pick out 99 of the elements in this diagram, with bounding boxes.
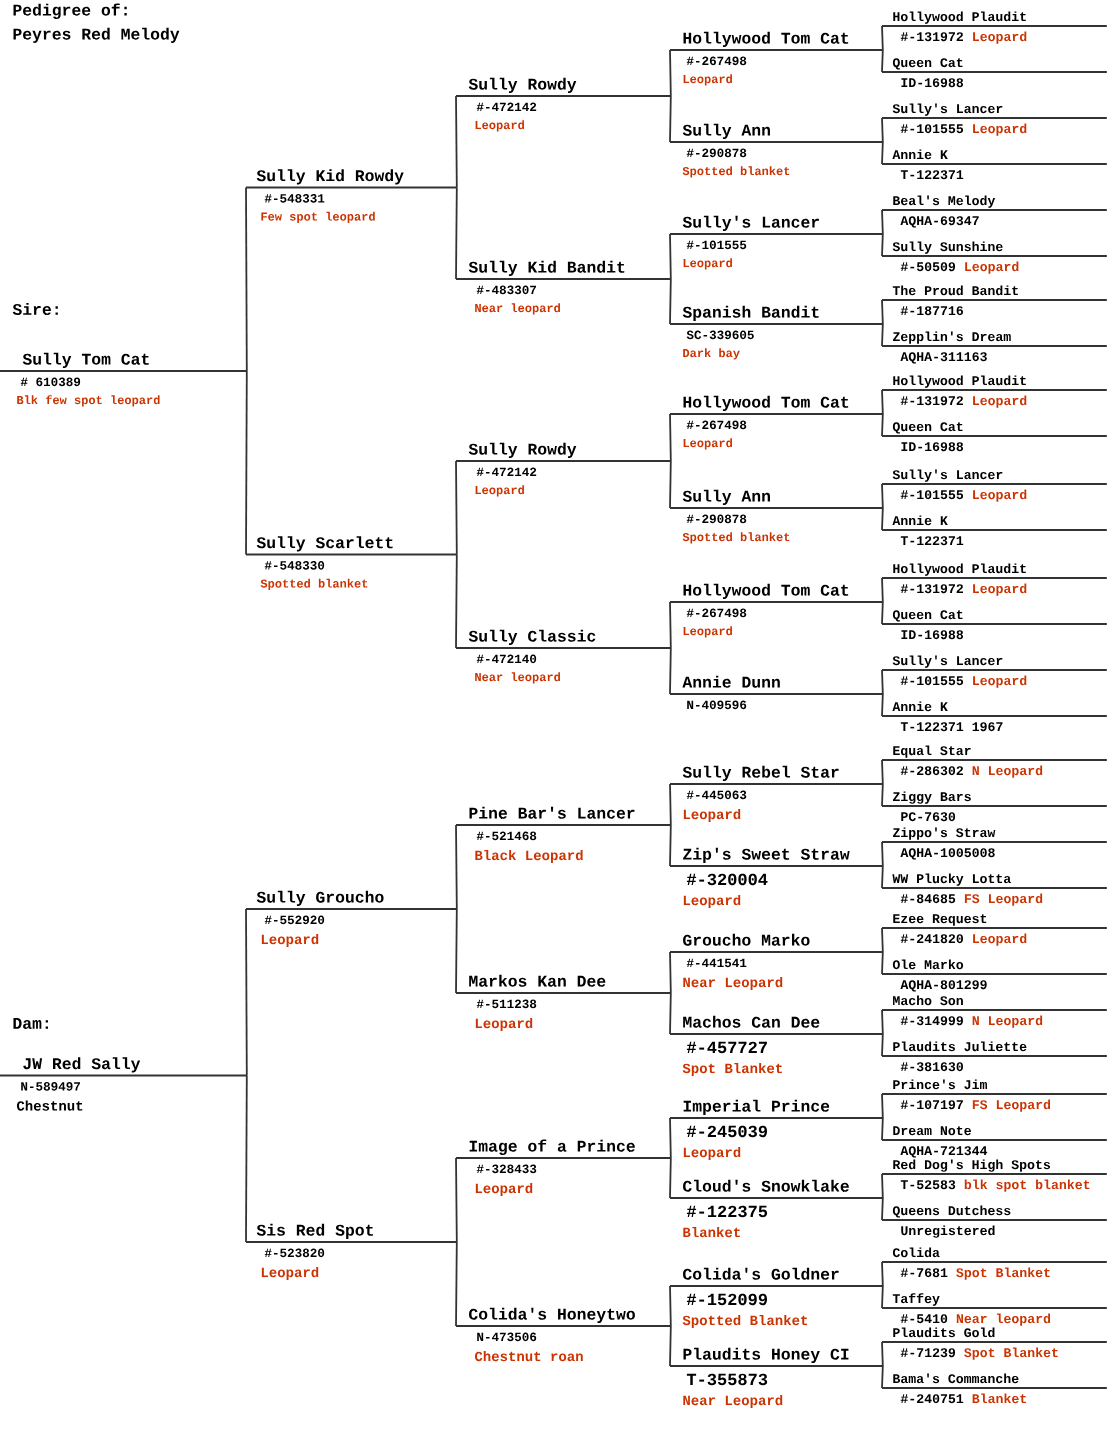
- bracket-line: [669, 1117, 672, 1159]
- bracket-line: [881, 141, 884, 165]
- bracket-line: [669, 95, 672, 143]
- horse-name: Sully Rebel Star: [682, 765, 839, 782]
- horse-name: Zip's Sweet Straw: [683, 847, 850, 864]
- bracket-line: [245, 908, 248, 1077]
- bracket-line: [455, 908, 458, 994]
- horse-name: Sully Groucho: [256, 890, 384, 907]
- horse-name: Sis Red Spot: [256, 1223, 373, 1240]
- registration-number: #-122375: [686, 1205, 768, 1218]
- bracket-line: [669, 601, 672, 649]
- bracket-line: [881, 1117, 884, 1141]
- pedigree-title: Pedigree of: Peyres Red Melody: [13, 3, 180, 43]
- horse-name: Sully's Lancer: [682, 215, 819, 231]
- bracket-line: [669, 49, 672, 97]
- registration-number: #-457727: [686, 1041, 767, 1054]
- bracket-line: [455, 553, 458, 649]
- bracket-line: [455, 824, 458, 910]
- bracket-line: [881, 1009, 884, 1035]
- horse-name: Image of a Prince: [469, 1139, 635, 1156]
- horse-name: Sully Ann: [682, 489, 770, 506]
- bracket-line: [881, 601, 884, 625]
- bracket-line: [881, 669, 884, 695]
- bracket-line: [669, 233, 672, 280]
- bracket-line: [881, 299, 884, 325]
- bracket-line: [881, 389, 884, 415]
- horse-name: Markos Kan Dee: [469, 974, 606, 987]
- bracket-line: [881, 1173, 884, 1199]
- bracket-line: [881, 49, 884, 73]
- bracket-line: [669, 460, 672, 509]
- parent-heading: Dam:: [13, 1018, 48, 1029]
- registration-number: #-152099: [686, 1293, 767, 1306]
- bracket-line: [669, 824, 672, 867]
- bracket-line: [881, 865, 884, 889]
- bracket-line: [455, 1241, 458, 1327]
- bracket-line: [881, 323, 884, 347]
- horse-name: Colida's Honeytwo: [469, 1307, 635, 1324]
- horse-name: Hollywood Tom Cat: [683, 583, 849, 600]
- horse-name: Sully Tom Cat: [22, 352, 149, 369]
- bracket-line: [881, 1285, 884, 1309]
- horse-name: Sully Rowdy: [468, 442, 577, 459]
- bracket-line: [669, 278, 672, 325]
- bracket-line: [881, 25, 884, 51]
- registration-number: #-245039: [686, 1125, 767, 1138]
- bracket-line: [881, 413, 884, 437]
- bracket-line: [881, 1365, 884, 1389]
- parent-heading: Sire:: [12, 303, 58, 316]
- bracket-line: [881, 1033, 884, 1057]
- bracket-line: [881, 483, 884, 509]
- bracket-line: [881, 1197, 884, 1221]
- bracket-line: [455, 186, 458, 280]
- horse-name: Groucho Marko: [683, 933, 810, 946]
- horse-name: Colida's Goldner: [683, 1267, 839, 1280]
- horse-name: Pine Bar's Lancer: [469, 806, 635, 819]
- bracket-line: [881, 927, 884, 953]
- bracket-line: [881, 577, 884, 603]
- bracket-line: [881, 1261, 884, 1287]
- bracket-line: [669, 1157, 672, 1199]
- bracket-line: [881, 841, 884, 867]
- bracket-line: [669, 413, 672, 462]
- bracket-line: [669, 992, 672, 1035]
- horse-name: Hollywood Tom Cat: [683, 395, 849, 412]
- bracket-line: [455, 460, 458, 556]
- bracket-line: [245, 1074, 248, 1243]
- horse-name: Sully Rowdy: [468, 77, 577, 93]
- horse-name: Sully Scarlett: [256, 536, 393, 552]
- registration-number: T-355873: [686, 1373, 768, 1386]
- bracket-line: [669, 1285, 672, 1327]
- bracket-line: [881, 951, 884, 975]
- bracket-line: [881, 759, 884, 785]
- bracket-line: [455, 1157, 458, 1243]
- horse-name: JW Red Sally: [23, 1057, 141, 1073]
- registration-number: #-320004: [686, 873, 768, 886]
- horse-name: Sully Ann: [682, 123, 770, 140]
- bracket-line: [669, 783, 672, 826]
- bracket-line: [881, 1093, 884, 1119]
- bracket-line: [245, 186, 248, 372]
- bracket-line: [245, 370, 248, 556]
- bracket-line: [881, 693, 884, 717]
- horse-name: Imperial Prince: [683, 1099, 830, 1116]
- bracket-line: [669, 951, 672, 994]
- horse-name: Plaudits Honey CI: [683, 1347, 849, 1364]
- bracket-line: [455, 95, 458, 189]
- bracket-line: [881, 233, 884, 257]
- horse-name: Machos Can Dee: [683, 1015, 820, 1028]
- horse-name: Sully Kid Rowdy: [256, 169, 404, 185]
- horse-name: Hollywood Tom Cat: [683, 31, 849, 47]
- bracket-line: [881, 507, 884, 531]
- bracket-line: [881, 209, 884, 235]
- horse-name: Annie Dunn: [682, 675, 780, 688]
- horse-name: Sully Kid Bandit: [468, 260, 625, 277]
- horse-name: Spanish Bandit: [682, 305, 819, 322]
- bracket-line: [669, 1325, 672, 1367]
- bracket-line: [881, 1341, 884, 1367]
- horse-name: Sully Classic: [468, 629, 596, 646]
- horse-name: Cloud's Snowklake: [683, 1179, 849, 1192]
- bracket-line: [669, 647, 672, 695]
- bracket-line: [881, 117, 884, 143]
- bracket-line: [881, 783, 884, 807]
